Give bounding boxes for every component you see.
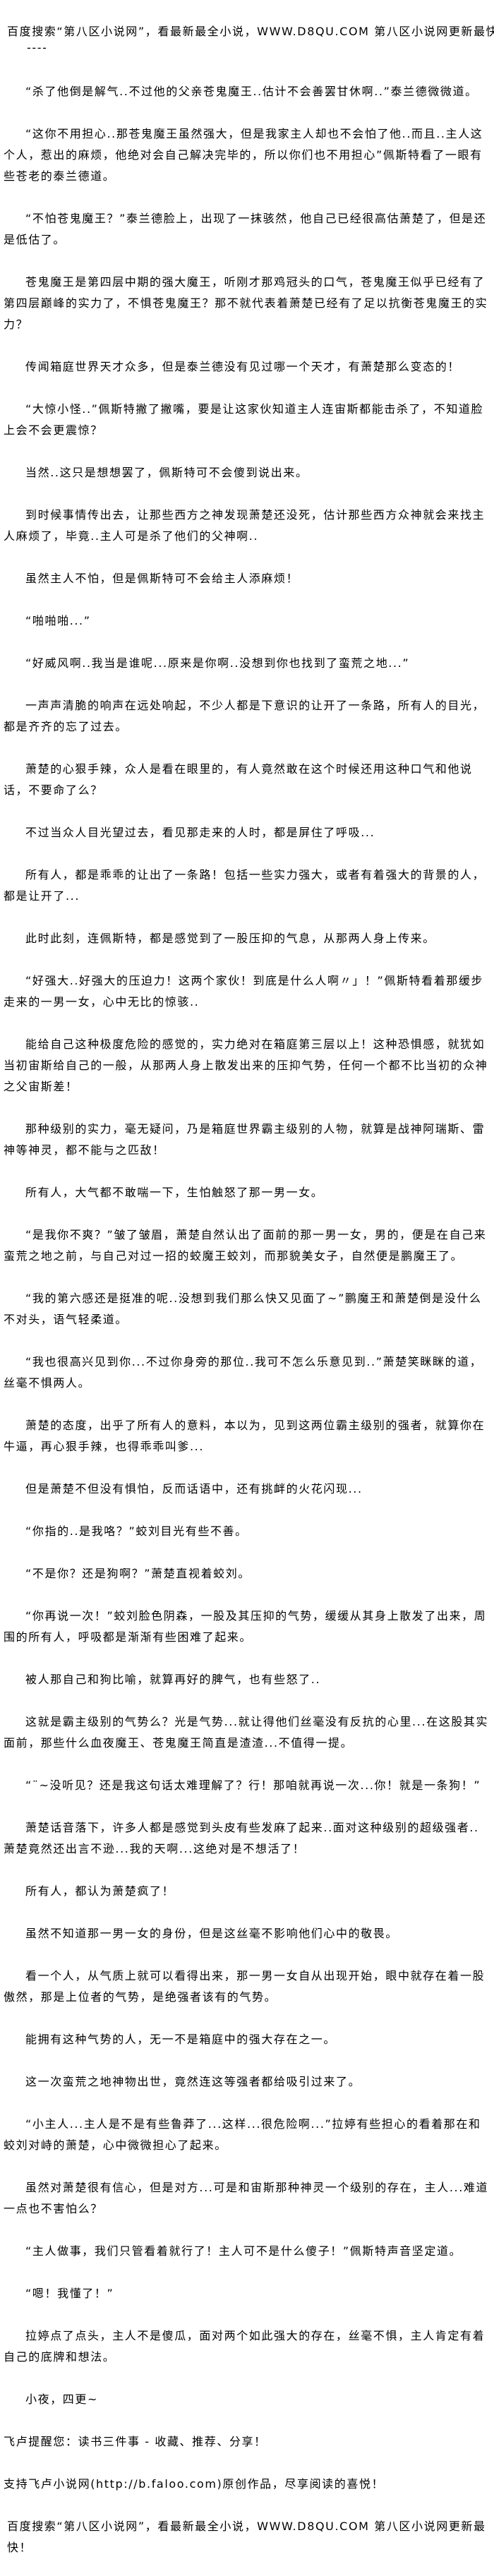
story-paragraph: 看一个人，从气质上就可以看得出来，那一男一女自从出现开始，眼中就存在着一股傲然，… — [4, 1969, 486, 2004]
story-paragraph: 虽然不知道那一男一女的身份，但是这丝毫不影响他们心中的敬畏。 — [25, 1927, 399, 1940]
story-paragraph: 能给自己这种极度危险的感觉的，实力绝对在箱庭第三层以上！这种恐惧感，就犹如当初宙… — [4, 1037, 488, 1093]
story-paragraph: 所有人，都是乖乖的让出了一条路！包括一些实力强大，或者有着强大的背景的人，都是让… — [4, 868, 486, 903]
story-paragraph: “好强大..好强大的压迫力！这两个家伙！到底是什么人啊〃」！”佩斯特看着那缓步走… — [4, 974, 484, 1009]
story-paragraph: 所有人，都认为萧楚疯了！ — [25, 1884, 175, 1898]
story-paragraph: “主人做事，我们只管看着就行了！主人可不是什么傻子！”佩斯特声音坚定道。 — [25, 2244, 462, 2258]
chapter-content: “杀了他倒是解气..不过他的父亲苍鬼魔王..估计不会善罢甘休啊..”泰兰德微微道… — [0, 81, 494, 2558]
story-paragraph: 拉婷点了点头，主人不是傻瓜，面对两个如此强大的存在，丝毫不惧，主人肯定有着自己的… — [4, 2329, 486, 2364]
story-paragraph: 那种级别的实力，毫无疑问，乃是箱庭世界霸主级别的人物，就算是战神阿瑞斯、雷神等神… — [4, 1122, 486, 1157]
story-paragraph: 这一次蛮荒之地神物出世，竟然连这等强者都给吸引过来了。 — [25, 2075, 361, 2088]
story-paragraph: 所有人，大气都不敢喘一下，生怕触怒了那一男一女。 — [25, 1186, 324, 1199]
story-paragraph: “我的第六感还是挺准的呢..没想到我们那么快又见面了~”鹏魔王和萧楚倒是没什么不… — [4, 1292, 482, 1326]
story-paragraph: “嗯！我懂了！” — [25, 2287, 114, 2300]
faloo-reminder: 飞卢提醒您：读书三件事 - 收藏、推荐、分享！ — [4, 2435, 267, 2448]
story-paragraph: 但是萧楚不但没有惧怕，反而话语中，还有挑衅的火花闪现... — [25, 1482, 363, 1495]
story-paragraph: 传闻箱庭世界天才众多，但是泰兰德没有见过哪一个天才，有萧楚那么变态的！ — [25, 360, 461, 373]
story-paragraph: 这就是霸主级别的气势么？光是气势...就让得他们丝毫没有反抗的心里...在这股其… — [4, 1715, 489, 1750]
story-paragraph: “小主人...主人是不是有些鲁莽了...这样...很危险啊...”拉婷有些担心的… — [4, 2117, 481, 2152]
story-paragraph: “不怕苍鬼魔王？”泰兰德脸上，出现了一抹骇然，他自己已经很高估萧楚了，但是还是低… — [4, 212, 487, 246]
story-paragraph: “¨~没听见？还是我这句话太难理解了？行！那咱就再说一次...你！就是一条狗！” — [25, 1778, 481, 1792]
story-paragraph: 能拥有这种气势的人，无一不是箱庭中的强大存在之一。 — [25, 2033, 337, 2046]
story-paragraph: 苍鬼魔王是第四层中期的强大魔王，听刚才那鸡冠头的口气，苍鬼魔王似乎已经有了第四层… — [4, 275, 488, 331]
story-paragraph: 当然..这只是想想罢了，佩斯特可不会傻到说出来。 — [25, 466, 308, 479]
story-paragraph: 萧楚话音落下，许多人都是感觉到头皮有些发麻了起来..面对这种级别的超级强者..萧… — [4, 1821, 479, 1855]
story-paragraph: “啪啪啪...” — [25, 614, 91, 627]
paragraph-list: “杀了他倒是解气..不过他的父亲苍鬼魔王..估计不会善罢甘休啊..”泰兰德微微道… — [0, 81, 494, 2410]
story-paragraph: 此时此刻，连佩斯特，都是感觉到了一股压抑的气息，从那两人身上传来。 — [25, 932, 435, 945]
story-paragraph: 小夜，四更~ — [25, 2393, 99, 2406]
story-paragraph: “好威风啊..我当是谁呢...原来是你啊..没想到你也找到了蛮荒之地...” — [25, 656, 410, 670]
story-paragraph: “你指的..是我咯？”蛟刘目光有些不善。 — [25, 1524, 248, 1538]
story-paragraph: 虽然主人不怕，但是佩斯特可不会给主人添麻烦！ — [25, 572, 299, 585]
story-paragraph: 虽然对萧楚很有信心，但是对方...可是和宙斯那种神灵一个级别的存在，主人...难… — [4, 2181, 489, 2215]
story-paragraph: “我也很高兴见到你...不过你身旁的那位..我可不怎么乐意见到..”萧楚笑眯眯的… — [4, 1355, 483, 1390]
story-paragraph: 萧楚的态度，出乎了所有人的意料，本以为，见到这两位霸主级别的强者，就算你在牛逼，… — [4, 1419, 486, 1453]
story-paragraph: “是我你不爽？”皱了皱眉，萧楚自然认出了面前的那一男一女，男的，便是在自己来蛮荒… — [4, 1228, 487, 1263]
story-paragraph: “大惊小怪..”佩斯特撇了撇嘴，要是让这家伙知道主人连宙斯都能击杀了，不知道脸上… — [4, 402, 484, 437]
story-paragraph: “杀了他倒是解气..不过他的父亲苍鬼魔王..估计不会善罢甘休啊..”泰兰德微微道… — [25, 85, 478, 98]
story-paragraph: 到时候事情传出去，让那些西方之神发现萧楚还没死，估计那些西方众神就会来找主人麻烦… — [4, 508, 486, 543]
site-banner-top: 百度搜索“第八区小说网”，看最新最全小说，WWW.D8QU.COM 第八区小说网… — [7, 25, 494, 38]
faloo-support-notice: 支持飞卢小说网(http://b.faloo.com)原创作品，尽享阅读的喜悦！ — [4, 2477, 385, 2491]
site-banner-bottom: 百度搜索“第八区小说网”，看最新最全小说，WWW.D8QU.COM 第八区小说网… — [7, 2520, 486, 2554]
story-paragraph: “这你不用担心..那苍鬼魔王虽然强大，但是我家主人却也不会怕了他..而且..主人… — [4, 127, 483, 183]
story-paragraph: “你再说一次！”蛟刘脸色阴森，一股及其压抑的气势，缓缓从其身上散发了出来，周围的… — [4, 1609, 487, 1644]
story-paragraph: 不过当众人目光望过去，看见那走来的人时，都是屏住了呼吸... — [25, 826, 375, 839]
divider: ---- — [27, 41, 48, 54]
story-paragraph: 一声声清脆的响声在远处响起，不少人都是下意识的让开了一条路，所有人的目光，都是齐… — [4, 699, 486, 733]
story-paragraph: 被人那自己和狗比喻，就算再好的脾气，也有些怒了.. — [25, 1673, 321, 1686]
story-paragraph: “不是你？还是狗啊？”萧楚直视着蛟刘。 — [25, 1567, 251, 1580]
story-paragraph: 萧楚的心狠手辣，众人是看在眼里的，有人竟然敢在这个时候还用这种口气和他说话，不要… — [4, 762, 473, 797]
